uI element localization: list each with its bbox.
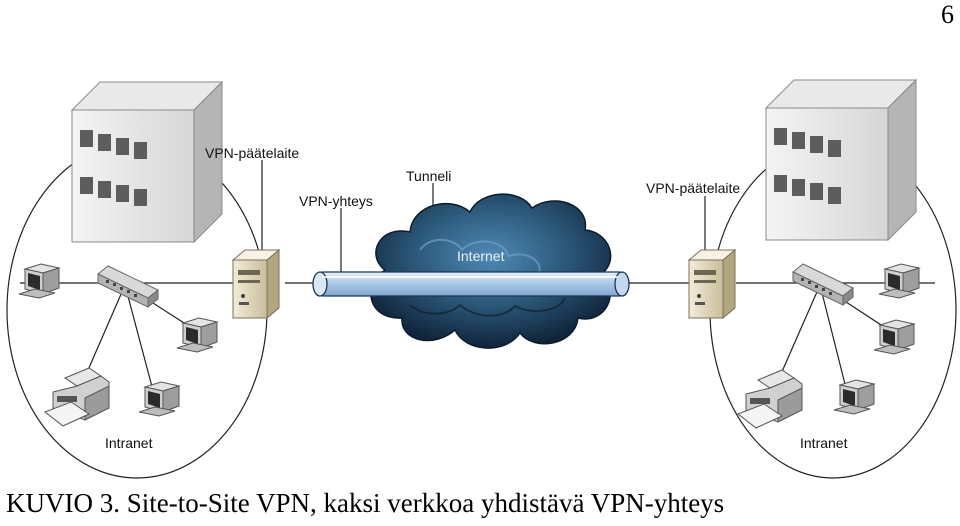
vpn-device-left-server-icon [232,249,280,319]
network-switch-icon-left [97,265,159,308]
internet-cloud-icon [370,193,612,349]
vpn-device-right-server-icon [688,249,736,319]
figure-caption: KUVIO 3. Site-to-Site VPN, kaksi verkkoa… [6,488,725,518]
intranet-label-right: Intranet [800,435,848,451]
vpn-connection-label: VPN-yhteys [299,193,373,209]
vpn-device-label-right: VPN-päätelaite [646,180,740,196]
vpn-tunnel [312,271,630,297]
office-building-icon-right [765,79,917,241]
tunnel-label: Tunneli [406,168,451,184]
computer-icon-left-2 [176,317,218,353]
intranet-label-left: Intranet [105,435,153,451]
page-number: 6 [941,0,954,29]
computer-icon-right-2 [873,319,915,355]
vpn-device-label-left: VPN-päätelaite [205,145,299,161]
computer-icon-left-1 [18,263,60,299]
internet-label: Internet [457,248,505,264]
printer-icon-left [44,367,110,427]
office-building-icon-left [71,81,223,243]
printer-icon-right [737,369,803,429]
computer-icon-right-1 [878,263,920,299]
computer-icon-left-3 [138,381,180,417]
computer-icon-right-3 [833,379,875,415]
